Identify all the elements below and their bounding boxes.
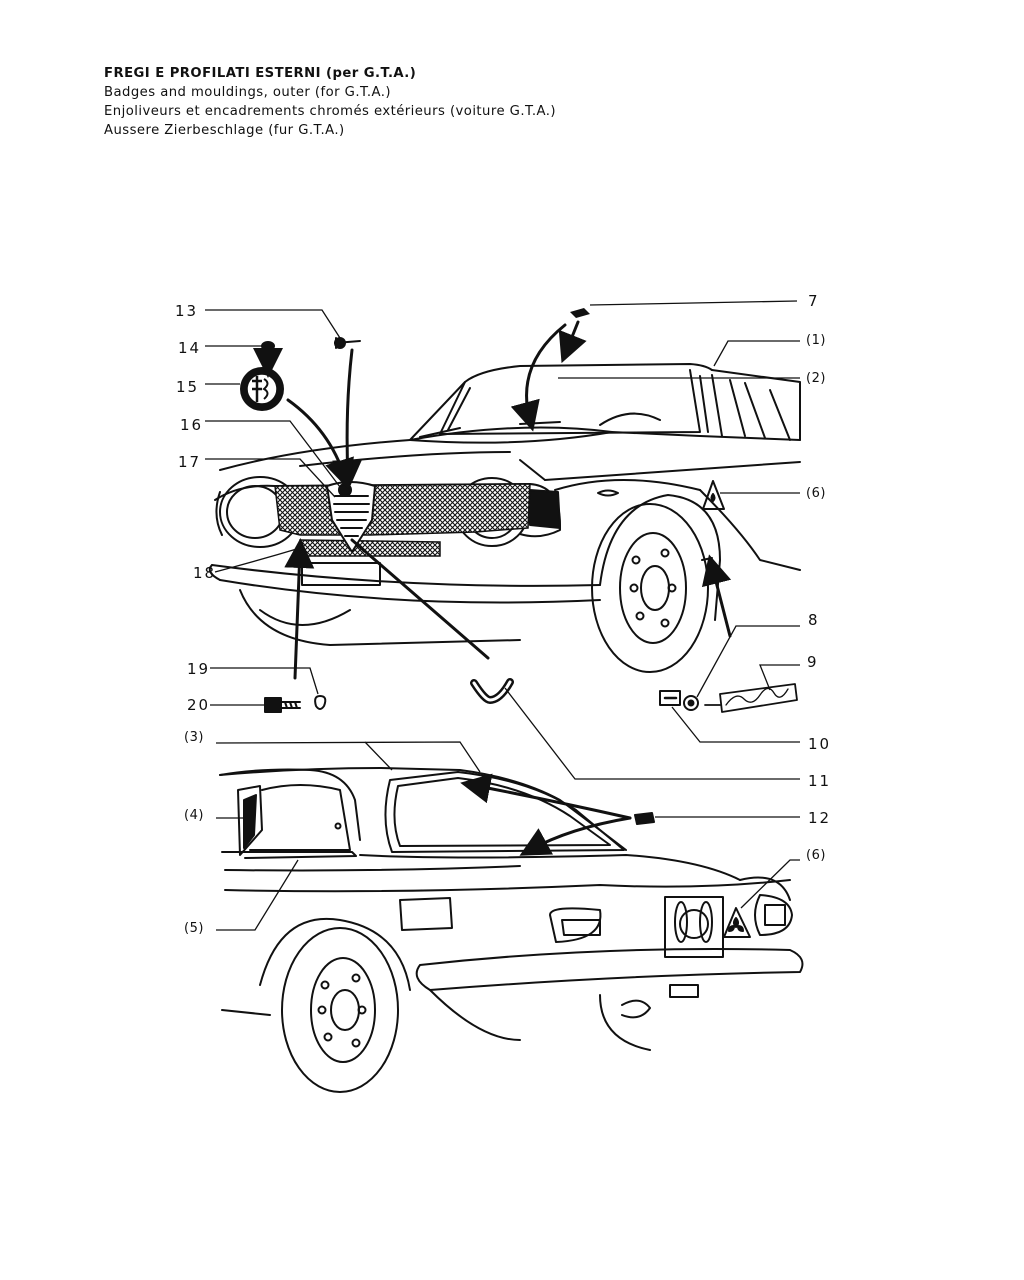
part-19-clip xyxy=(314,695,327,710)
callout-14: 14 xyxy=(178,339,201,357)
callout-18: 18 xyxy=(193,564,216,582)
title-german: Aussere Zierbeschlage (fur G.T.A.) xyxy=(104,123,345,138)
callout-2: (2) xyxy=(806,371,826,386)
callout-7: 7 xyxy=(808,292,820,310)
callout-17: 17 xyxy=(178,453,201,471)
part-8-nut xyxy=(683,695,699,711)
callout-6-rear: (6) xyxy=(806,848,826,863)
title-italian: FREGI E PROFILATI ESTERNI (per G.T.A.) xyxy=(104,66,417,81)
alfa-romeo-badge-icon xyxy=(240,367,284,411)
callout-9: 9 xyxy=(807,653,819,671)
callout-1: (1) xyxy=(806,333,826,348)
callout-16: 16 xyxy=(180,416,203,434)
callout-8: 8 xyxy=(808,611,820,629)
callout-12: 12 xyxy=(808,809,831,827)
part-12-clip xyxy=(634,812,655,825)
callout-11: 11 xyxy=(808,772,831,790)
callout-10: 10 xyxy=(808,735,831,753)
title-english: Badges and mouldings, outer (for G.T.A.) xyxy=(104,85,392,100)
part-11-rubber-seal xyxy=(470,678,514,704)
callout-labels: 13 14 15 16 17 18 19 20 7 (1) (2) (6) 8 … xyxy=(175,292,831,936)
title-french: Enjoliveurs et encadrements chromés exté… xyxy=(104,104,557,119)
part-10-plate xyxy=(659,690,681,706)
callout-3: (3) xyxy=(184,730,204,745)
car-rear-three-quarter-icon xyxy=(219,767,804,1093)
part-13-screw xyxy=(334,337,361,349)
leader-lines xyxy=(205,300,800,931)
part-14-clip xyxy=(261,341,275,351)
callout-13: 13 xyxy=(175,302,198,320)
callout-5: (5) xyxy=(184,921,204,936)
callout-4: (4) xyxy=(184,808,204,823)
page-header: FREGI E PROFILATI ESTERNI (per G.T.A.) B… xyxy=(104,64,864,140)
callout-20: 20 xyxy=(187,696,210,714)
part-20-bolt xyxy=(264,697,301,713)
assembly-arrows xyxy=(253,320,732,856)
bertone-script-badge-icon xyxy=(704,683,798,713)
callout-6-front: (6) xyxy=(806,486,826,501)
callout-15: 15 xyxy=(176,378,199,396)
callout-19: 19 xyxy=(187,660,210,678)
part-7-clip xyxy=(570,308,590,318)
